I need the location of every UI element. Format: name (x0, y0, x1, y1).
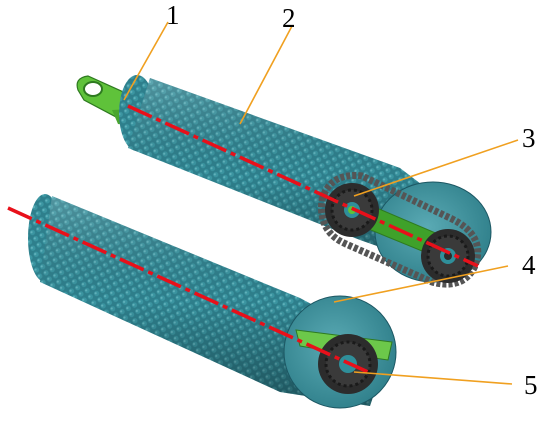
callout-3: 3 (522, 123, 536, 153)
lower-roller-axis (7, 206, 369, 374)
leader-3 (353, 139, 519, 197)
upper-roller-axis (127, 104, 479, 268)
callout-5: 5 (524, 370, 538, 400)
callout-4: 4 (522, 250, 536, 280)
callout-2: 2 (282, 3, 296, 33)
leader-5 (353, 371, 513, 385)
leader-4 (333, 265, 509, 303)
leader-1 (123, 21, 169, 101)
leader-lines (123, 21, 519, 385)
callout-1: 1 (166, 0, 180, 30)
leader-2 (239, 25, 293, 125)
axis-lines (7, 104, 479, 374)
